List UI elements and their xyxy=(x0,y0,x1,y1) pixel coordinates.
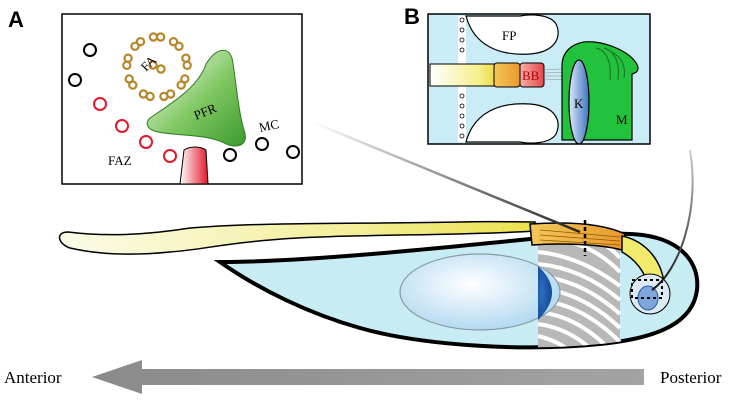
label-bb: BB xyxy=(522,68,540,83)
axis-arrow xyxy=(92,360,644,394)
pfr xyxy=(146,49,246,147)
faz-filament xyxy=(179,146,209,185)
pocket-upper xyxy=(465,14,559,55)
inset-b: FP BB K M xyxy=(427,13,651,145)
label-faz: FAZ xyxy=(108,153,132,168)
label-m: M xyxy=(616,112,628,127)
axoneme-doublet-6b xyxy=(138,89,149,99)
leader-line-a xyxy=(311,120,581,234)
pocket-lines xyxy=(539,229,621,246)
nucleus xyxy=(399,253,561,331)
pocket-lower xyxy=(465,103,559,144)
axoneme-doublet-5b xyxy=(159,91,169,102)
kinetoplast-b xyxy=(568,59,590,145)
axoneme xyxy=(122,32,192,102)
inset-a: FA PFR MC FAZ xyxy=(61,13,303,185)
transition-zone xyxy=(493,62,521,88)
axoneme-doublet-4b xyxy=(176,80,186,90)
panel-letter-b: B xyxy=(404,4,420,29)
axoneme-doublet-1b xyxy=(155,32,166,42)
cristae xyxy=(595,47,626,81)
label-k: K xyxy=(574,96,584,111)
axoneme-central-2 xyxy=(156,64,166,74)
axoneme-doublet-8a xyxy=(122,60,132,71)
anterior-posterior-axis: Anterior Posterior xyxy=(4,360,722,394)
axoneme-doublet-8b xyxy=(123,53,133,63)
axoneme-rod xyxy=(429,63,497,87)
microtubules xyxy=(68,43,300,163)
axoneme-doublet-7b xyxy=(124,74,134,84)
leader-line-b xyxy=(651,149,694,291)
axoneme-doublet-3a xyxy=(181,53,191,63)
nucleus-section xyxy=(538,266,552,320)
panel-letter-a: A xyxy=(8,7,24,32)
basal-body xyxy=(519,62,545,88)
flagellum xyxy=(58,220,536,255)
axis-arrow-tail xyxy=(644,369,656,385)
axoneme-doublet-9b xyxy=(135,37,146,47)
axoneme-central-1 xyxy=(148,60,158,70)
label-anterior: Anterior xyxy=(4,368,62,387)
label-fp: FP xyxy=(502,28,516,43)
label-mc: MC xyxy=(258,116,281,135)
axoneme-doublet-3b xyxy=(182,60,192,71)
cell xyxy=(58,220,700,350)
section-mark-b xyxy=(631,279,663,299)
membrane-dots xyxy=(459,17,465,139)
axoneme-doublet-2b xyxy=(174,41,184,52)
label-posterior: Posterior xyxy=(660,368,722,387)
